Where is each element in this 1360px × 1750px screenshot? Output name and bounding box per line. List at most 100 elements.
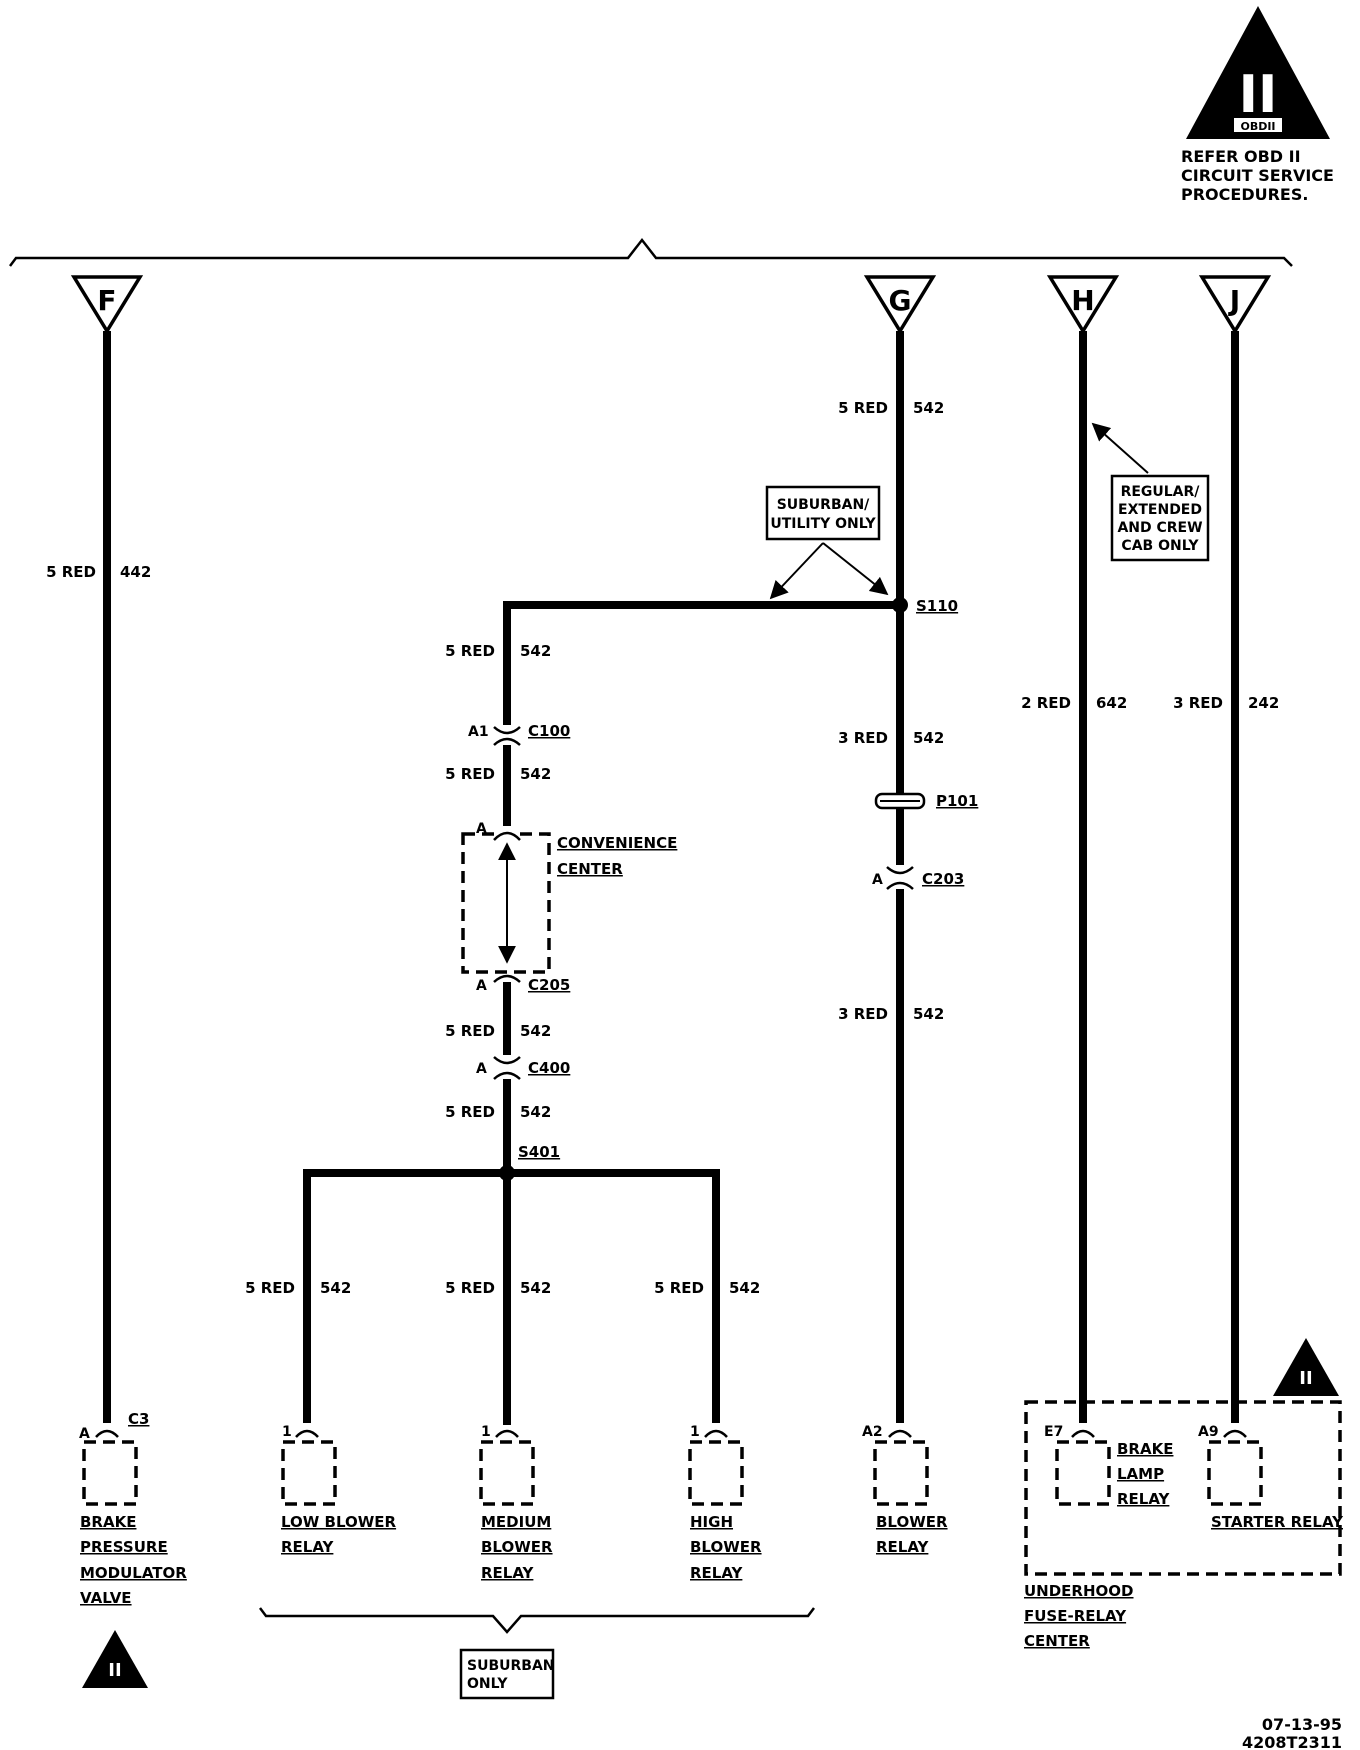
wire-f-size: 5 RED	[46, 563, 96, 581]
bpmv-connector: C3	[128, 1410, 149, 1428]
high-blower-name-2: BLOWER	[690, 1538, 762, 1556]
callout-suburban-utility-line-1: SUBURBAN/	[777, 497, 870, 513]
top-brace	[9, 237, 1293, 267]
callout-regular-cab: REGULAR/ EXTENDED AND CREW CAB ONLY	[1091, 422, 1210, 562]
wire-g-top-size: 5 RED	[838, 399, 888, 417]
blower-name-1: BLOWER	[876, 1513, 948, 1531]
brake-lamp-name-3: RELAY	[1117, 1490, 1171, 1508]
bpmv-pin: A	[79, 1426, 90, 1442]
underhood-fuse-relay-center: II E7 BRAKE LAMP RELAY A9 STARTER RELAY …	[1024, 1338, 1344, 1650]
c400-pin: A	[476, 1061, 487, 1077]
c205-label: C205	[528, 976, 570, 994]
obd-ii-triangle-icon	[1186, 6, 1330, 139]
connector-j: J	[1198, 275, 1272, 335]
connector-p101: P101	[874, 792, 978, 810]
starter-pin: A9	[1198, 1424, 1219, 1440]
obd-ii-small-icon-right	[1273, 1338, 1339, 1396]
obd-note-line-3: PROCEDURES.	[1181, 185, 1308, 204]
wire-medium-size: 5 RED	[445, 1279, 495, 1297]
underhood-line-2: FUSE-RELAY	[1024, 1607, 1127, 1625]
medium-blower-name-1: MEDIUM	[481, 1513, 551, 1531]
medium-blower-name-3: RELAY	[481, 1564, 535, 1582]
brake-lamp-pin: E7	[1044, 1424, 1063, 1440]
medium-blower-pin: 1	[481, 1424, 491, 1440]
underhood-line-3: CENTER	[1024, 1632, 1090, 1650]
wire-medium-circuit: 542	[520, 1279, 551, 1297]
component-high-blower-relay: 1 HIGH BLOWER RELAY	[688, 1424, 762, 1582]
wire-branch-top-size: 5 RED	[445, 642, 495, 660]
component-brake-lamp-relay: E7 BRAKE LAMP RELAY	[1044, 1424, 1173, 1508]
c400-label: C400	[528, 1059, 570, 1077]
wire-g-mid-size: 3 RED	[838, 729, 888, 747]
blower-name-2: RELAY	[876, 1538, 930, 1556]
high-blower-pin: 1	[690, 1424, 700, 1440]
obd-note-line-2: CIRCUIT SERVICE	[1181, 166, 1334, 185]
connector-g: G	[863, 275, 937, 335]
wire-f-circuit: 442	[120, 563, 151, 581]
component-bpmv: A C3 BRAKE PRESSURE MODULATOR VALVE	[79, 1410, 187, 1607]
brake-lamp-name-2: LAMP	[1117, 1465, 1164, 1483]
wire-high-size: 5 RED	[654, 1279, 704, 1297]
component-low-blower-relay: 1 LOW BLOWER RELAY	[281, 1424, 397, 1556]
convenience-center-line-1: CONVENIENCE	[557, 834, 677, 852]
wire-branch-top-circuit: 542	[520, 642, 551, 660]
wire-c400-circuit: 542	[520, 1103, 551, 1121]
wire-g-low-circuit: 542	[913, 1005, 944, 1023]
callout-regular-cab-line-2: EXTENDED	[1118, 502, 1202, 518]
callout-regular-cab-line-3: AND CREW	[1117, 520, 1202, 536]
medium-blower-name-2: BLOWER	[481, 1538, 553, 1556]
convenience-center-line-2: CENTER	[557, 860, 623, 878]
wire-h-size: 2 RED	[1021, 694, 1071, 712]
callout-suburban-only-line-1: SUBURBAN	[467, 1658, 555, 1674]
bpmv-name-1: BRAKE	[80, 1513, 136, 1531]
underhood-line-1: UNDERHOOD	[1024, 1582, 1134, 1600]
obd-ii-note: II OBDII REFER OBD II CIRCUIT SERVICE PR…	[1181, 6, 1334, 204]
splice-s401-label: S401	[518, 1143, 560, 1161]
callout-regular-cab-line-1: REGULAR/	[1121, 484, 1201, 500]
connector-h: H	[1046, 275, 1120, 335]
conv-top-pin: A	[476, 821, 487, 837]
starter-name-1: STARTER RELAY	[1211, 1513, 1344, 1531]
wire-low-circuit: 542	[320, 1279, 351, 1297]
low-blower-pin: 1	[282, 1424, 292, 1440]
brake-lamp-name-1: BRAKE	[1117, 1440, 1173, 1458]
obd-ii-symbol: II	[1239, 65, 1278, 125]
connector-f-label: F	[97, 284, 116, 317]
blower-pin: A2	[862, 1424, 883, 1440]
bpmv-name-3: MODULATOR	[80, 1564, 187, 1582]
connector-c205: A C205	[476, 962, 570, 994]
c205-pin: A	[476, 978, 487, 994]
connector-f: F	[70, 275, 144, 335]
callout-suburban-only-line-2: ONLY	[467, 1676, 508, 1692]
high-blower-name-1: HIGH	[690, 1513, 733, 1531]
connector-h-label: H	[1071, 284, 1094, 317]
callout-suburban-only: SUBURBAN ONLY	[459, 1648, 555, 1700]
component-starter-relay: A9 STARTER RELAY	[1198, 1424, 1344, 1531]
callout-suburban-utility-line-2: UTILITY ONLY	[770, 516, 876, 532]
component-medium-blower-relay: 1 MEDIUM BLOWER RELAY	[479, 1424, 553, 1582]
convenience-center: A CONVENIENCE CENTER	[461, 821, 677, 974]
wire-g-top-circuit: 542	[913, 399, 944, 417]
splice-s401-dot	[499, 1165, 515, 1181]
c100-pin: A1	[468, 724, 489, 740]
wire-h-circuit: 642	[1096, 694, 1127, 712]
wire-high-circuit: 542	[729, 1279, 760, 1297]
wire-j-size: 3 RED	[1173, 694, 1223, 712]
obd-ii-small-symbol-right: II	[1299, 1368, 1312, 1389]
c203-pin: A	[872, 872, 883, 888]
bpmv-name-4: VALVE	[80, 1589, 132, 1607]
wire-high-blower	[507, 1169, 720, 1423]
connector-c203: A C203	[872, 865, 964, 890]
wire-c100-size: 5 RED	[445, 765, 495, 783]
wire-c100-circuit: 542	[520, 765, 551, 783]
wire-j-circuit: 242	[1248, 694, 1279, 712]
component-blower-relay: A2 BLOWER RELAY	[862, 1424, 948, 1556]
bpmv-name-2: PRESSURE	[80, 1538, 168, 1556]
connector-c400: A C400	[476, 1055, 570, 1080]
c203-label: C203	[922, 870, 964, 888]
callout-suburban-utility: SUBURBAN/ UTILITY ONLY	[765, 485, 889, 600]
splice-s110-dot	[892, 597, 908, 613]
c100-label: C100	[528, 722, 570, 740]
connector-c100: A1 C100	[468, 722, 570, 746]
